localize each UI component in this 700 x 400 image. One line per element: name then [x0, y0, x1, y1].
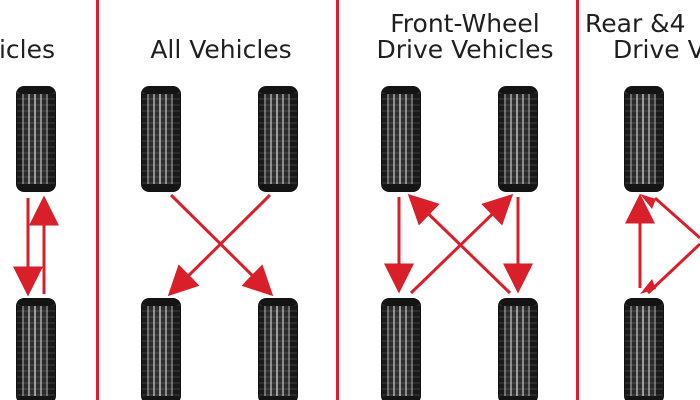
panel-title-left-partial: icles	[0, 37, 62, 63]
tire-all-rear-right	[258, 298, 298, 400]
tire-fwd-front-left	[381, 86, 421, 192]
panel-title-rear-four-wheel-drive-partial: Rear &4 Drive V	[585, 11, 700, 63]
panel-title-line: Drive V	[613, 35, 700, 64]
panel-divider-2	[336, 0, 339, 400]
panel-title-line: Drive Vehicles	[376, 35, 554, 64]
tire-left-rear	[16, 298, 56, 400]
arrow-rwd-rear-left-diagonal	[646, 242, 700, 295]
arrow-rwd-front-left-diagonal	[654, 196, 700, 240]
panel-title-line: All Vehicles	[150, 35, 292, 64]
tire-fwd-rear-right	[498, 298, 538, 400]
tire-rwd-front-left-partial	[624, 86, 664, 192]
panel-title-line: Front-Wheel	[390, 9, 540, 38]
tire-left-front	[16, 86, 56, 192]
panel-title-line: Rear &4	[585, 9, 686, 38]
panel-divider-1	[96, 0, 99, 400]
tire-fwd-rear-left	[381, 298, 421, 400]
tire-all-rear-left	[141, 298, 181, 400]
arrow-rwd-front-left-arrowhead	[640, 194, 656, 209]
tire-fwd-front-right	[498, 86, 538, 192]
panel-title-front-wheel-drive: Front-Wheel Drive Vehicles	[365, 11, 565, 63]
panel-divider-3	[576, 0, 579, 400]
arrow-fwd-rear-left-to-front-right	[409, 193, 514, 295]
arrow-rwd-rear-left-arrowhead	[640, 279, 656, 294]
tire-all-front-right	[258, 86, 298, 192]
tire-all-front-left	[141, 86, 181, 192]
arrow-all-front-right-to-rear-left	[167, 193, 272, 297]
panel-title-line: icles	[0, 35, 56, 64]
panel-title-all-vehicles: All Vehicles	[136, 37, 306, 63]
tire-rwd-rear-left-partial	[624, 298, 664, 400]
